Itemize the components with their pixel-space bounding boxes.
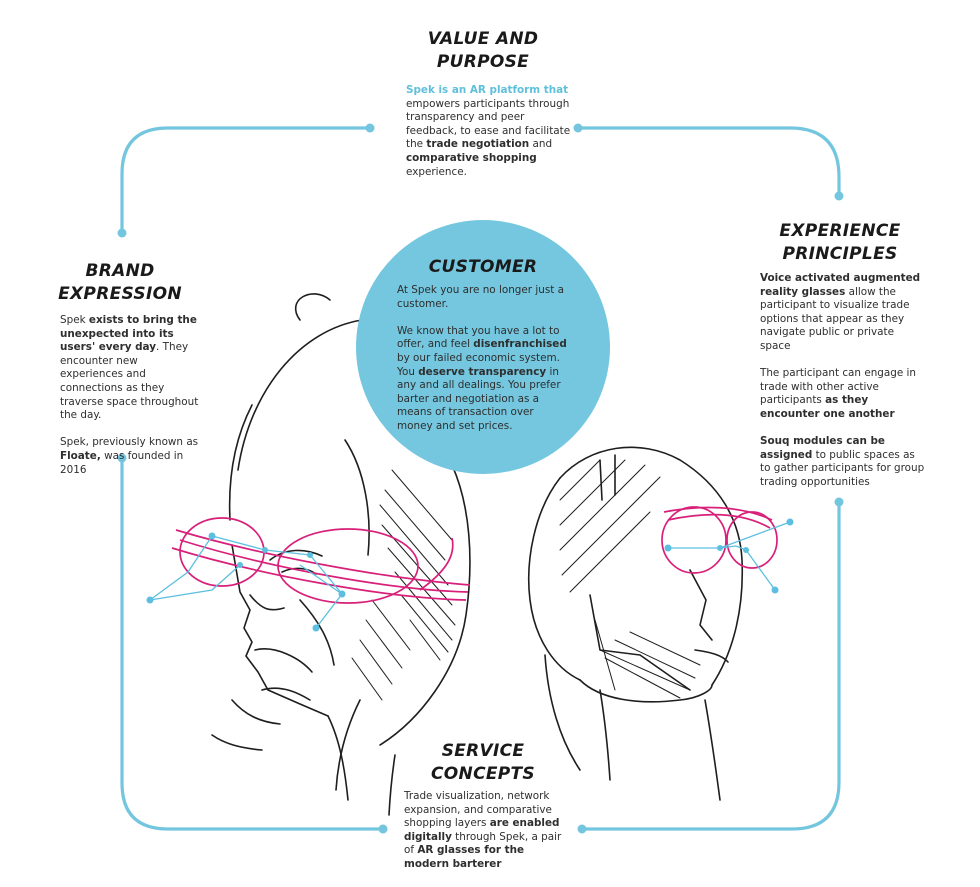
service-seg-2: through Spek, a pair of	[404, 830, 562, 857]
ar-glasses-overlay	[171, 506, 778, 604]
experience-paragraph-2: The participant can engage in trade with…	[760, 367, 925, 421]
service-concepts-title: SERVICE CONCEPTS	[383, 740, 583, 786]
left-head-sketch	[211, 293, 471, 816]
value-seg-2: trade negotiation	[426, 138, 530, 151]
value-seg-5: experience.	[406, 165, 467, 178]
exp-p3-seg-1: to public spaces as to gather participan…	[760, 448, 925, 488]
experience-title-line-1: EXPERIENCE	[779, 221, 901, 241]
experience-paragraph-1: Voice activated augmented reality glasse…	[760, 272, 925, 354]
experience-principles-title: EXPERIENCE PRINCIPLES	[745, 220, 935, 266]
service-seg-1: are enabled digitally	[404, 817, 560, 843]
customer-p2-seg-1: disenfranchised	[473, 338, 567, 351]
brand-p2-seg-1: Floate,	[60, 449, 101, 462]
value-seg-0: Spek is an AR platform that	[406, 84, 569, 96]
connector-left-bottom	[120, 456, 385, 831]
value-seg-4: comparative shopping	[406, 151, 537, 164]
customer-paragraph-1: At Spek you are no longer just a custome…	[397, 284, 572, 311]
exp-p2-seg-0: The participant can engage in trade with…	[760, 367, 917, 407]
exp-p2-seg-1: as they encounter one another	[760, 394, 895, 420]
customer-p1-seg-0: At Spek you are no longer just a custome…	[397, 284, 564, 310]
customer-paragraph-2: We know that you have a lot to offer, an…	[397, 325, 572, 434]
value-purpose-title-line-2: PURPOSE	[436, 52, 530, 72]
customer-text: At Spek you are no longer just a custome…	[397, 284, 572, 434]
customer-p2-seg-4: in any and all dealings. You prefer bart…	[397, 365, 561, 432]
brand-p2-seg-0: Spek, previously known as	[60, 436, 199, 449]
value-purpose-paragraph: Spek is an AR platform that empowers par…	[406, 84, 578, 179]
brand-paragraph-1: Spek exists to bring the unexpected into…	[60, 314, 200, 423]
value-seg-3: and	[529, 138, 553, 151]
brand-p1-seg-2: . They encounter new experiences and con…	[60, 341, 199, 422]
exp-p1-seg-1: allow the participant to visualize trade…	[760, 285, 910, 352]
brand-paragraph-2: Spek, previously known as Floate, was fo…	[60, 436, 200, 477]
customer-p2-seg-3: deserve transparency	[418, 365, 547, 378]
connector-top-right	[576, 126, 841, 198]
service-concepts-text: Trade visualization, network expansion, …	[404, 790, 564, 872]
brand-p1-seg-1: exists to bring the unexpected into its …	[60, 314, 197, 354]
exp-p1-seg-0: Voice activated augmented reality glasse…	[760, 272, 921, 298]
value-seg-1: empowers participants through transparen…	[406, 97, 571, 151]
service-title-line-1: SERVICE	[441, 741, 525, 761]
customer-p2-seg-0: We know that you have a lot to offer, an…	[397, 324, 560, 351]
experience-title-line-2: PRINCIPLES	[782, 244, 898, 264]
brand-title-line-1: BRAND	[85, 261, 155, 281]
customer-circle	[356, 220, 610, 474]
value-purpose-title: VALUE AND PURPOSE	[383, 28, 583, 74]
brand-expression-title: BRAND EXPRESSION	[30, 260, 210, 306]
right-head-sketch	[527, 446, 744, 801]
ar-network-nodes	[146, 518, 794, 632]
connector-dots	[117, 123, 844, 834]
service-seg-0: Trade visualization, network expansion, …	[404, 790, 552, 830]
connector-lines	[120, 126, 841, 831]
customer-p2-seg-2: by our failed economic system. You	[397, 351, 560, 378]
exp-p3-seg-0: Souq modules can be assigned	[760, 435, 885, 461]
value-purpose-text: Spek is an AR platform that empowers par…	[406, 84, 578, 179]
service-seg-3: AR glasses for the modern barterer	[404, 844, 525, 870]
brand-expression-text: Spek exists to bring the unexpected into…	[60, 314, 200, 477]
brand-title-line-2: EXPRESSION	[58, 284, 182, 304]
brand-p1-seg-0: Spek	[60, 314, 89, 326]
value-purpose-title-line-1: VALUE AND	[427, 29, 539, 49]
service-paragraph: Trade visualization, network expansion, …	[404, 790, 564, 872]
connector-right-bottom	[580, 500, 841, 831]
experience-principles-text: Voice activated augmented reality glasse…	[760, 272, 925, 490]
customer-title: CUSTOMER	[428, 257, 538, 277]
brand-p2-seg-2: was founded in 2016	[60, 449, 184, 476]
right-head-hatching	[559, 459, 701, 699]
experience-paragraph-3: Souq modules can be assigned to public s…	[760, 435, 925, 489]
connector-top-left	[120, 126, 372, 235]
service-title-line-2: CONCEPTS	[431, 764, 535, 784]
